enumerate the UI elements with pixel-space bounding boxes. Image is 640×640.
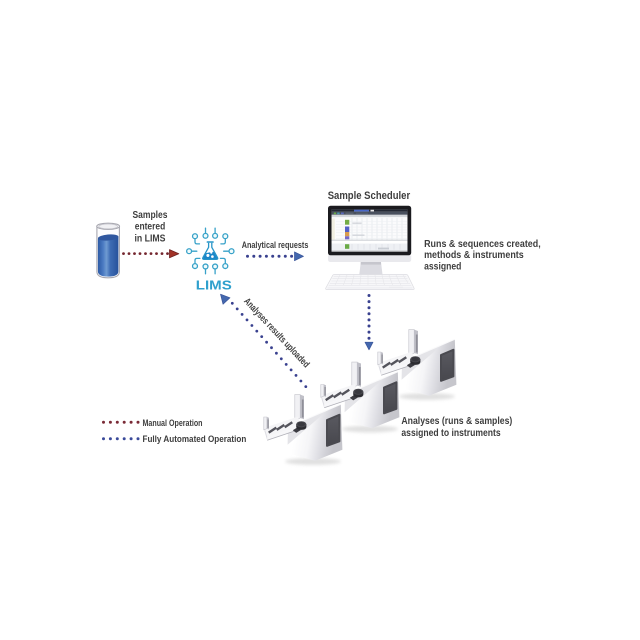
svg-text:LIMS: LIMS xyxy=(196,278,232,293)
svg-text:assigned: assigned xyxy=(424,261,461,272)
svg-text:in LIMS: in LIMS xyxy=(135,232,166,244)
svg-text:Fully Automated Operation: Fully Automated Operation xyxy=(143,434,247,444)
svg-text:Analyses results uploaded: Analyses results uploaded xyxy=(241,296,311,370)
svg-text:entered: entered xyxy=(135,221,166,233)
svg-text:Samples: Samples xyxy=(133,209,168,221)
svg-text:Sample Scheduler: Sample Scheduler xyxy=(328,190,411,202)
svg-text:Manual Operation: Manual Operation xyxy=(143,418,203,428)
svg-text:assigned to instruments: assigned to instruments xyxy=(401,428,501,439)
svg-text:Runs & sequences created,: Runs & sequences created, xyxy=(424,239,541,250)
svg-text:Analytical requests: Analytical requests xyxy=(242,240,309,251)
svg-text:Analyses (runs & samples): Analyses (runs & samples) xyxy=(401,416,512,427)
svg-text:methods & instruments: methods & instruments xyxy=(424,250,524,261)
